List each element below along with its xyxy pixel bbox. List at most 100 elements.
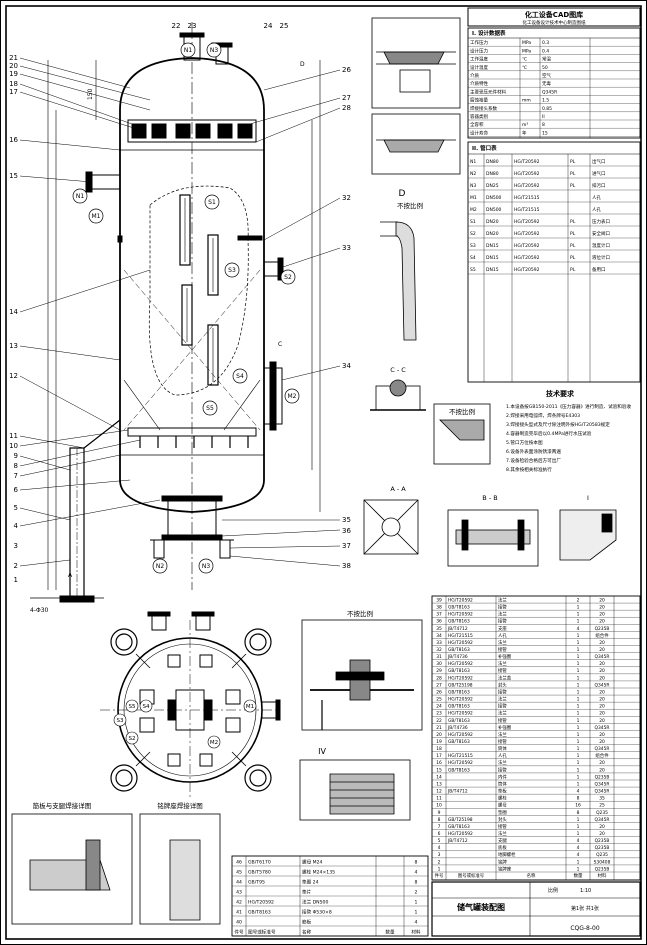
nozzle-cell: 安全阀口 xyxy=(592,230,610,237)
design-cell: 0.4 xyxy=(542,48,549,54)
nozzle-cell: HG/T21515 xyxy=(514,195,540,201)
design-cell: MPa xyxy=(522,48,531,54)
design-cell: 常温 xyxy=(542,56,551,63)
svg-text:21: 21 xyxy=(9,54,18,62)
svg-text:C: C xyxy=(278,341,282,348)
nozzle-cell: 进气口 xyxy=(592,170,606,177)
drawing-title: 储气罐装配图 xyxy=(456,902,505,912)
parts-cell: 20 xyxy=(436,732,442,738)
parts-cell: 20 xyxy=(599,824,605,830)
svg-text:D: D xyxy=(300,61,305,68)
fastener-cell: 41 xyxy=(236,910,242,916)
svg-text:N3: N3 xyxy=(202,563,210,570)
design-row: 介质特性无毒 xyxy=(468,80,640,88)
parts-cell: GB/T25198 xyxy=(448,817,473,823)
nozzle-cell: HG/T20592 xyxy=(514,219,540,225)
svg-text:150: 150 xyxy=(87,88,94,100)
fastener-cell: 螺栓 M24×135 xyxy=(302,869,335,876)
fastener-header: 件号图号或标准号名称数量材料 xyxy=(232,929,428,937)
parts-cell: 1 xyxy=(438,866,441,872)
parts-cell: 2 xyxy=(438,859,441,865)
parts-cell: 接管 xyxy=(498,717,507,724)
tech-requirement-line: 4.容器制造完毕后以0.4MPa进行水压试验 xyxy=(506,430,592,437)
parts-cell: Q345R xyxy=(595,781,610,787)
svg-text:筋板与支腿焊接详图: 筋板与支腿焊接详图 xyxy=(33,801,92,810)
nozzle-cell: 温度计口 xyxy=(592,242,610,249)
svg-text:11: 11 xyxy=(9,432,18,440)
design-cell: 1.5 xyxy=(542,98,549,104)
svg-text:14: 14 xyxy=(9,308,18,316)
svg-text:S4: S4 xyxy=(143,704,150,710)
parts-cell: 接管 xyxy=(498,667,507,674)
nozzle-cell: PL xyxy=(570,171,576,177)
parts-cell: 10 xyxy=(436,803,442,809)
parts-cell: 8 xyxy=(577,796,580,802)
fastener-cell: 45 xyxy=(236,870,242,876)
nozzle-cell: HG/T20592 xyxy=(514,231,540,237)
nozzle-cell: DN15 xyxy=(486,243,499,249)
fastener-cell: 数量 xyxy=(385,929,395,936)
nozzle-cell: DN500 xyxy=(486,207,502,213)
design-cell: MPa xyxy=(522,40,531,46)
svg-text:28: 28 xyxy=(342,104,351,112)
parts-cell: 支腿 xyxy=(498,837,507,844)
parts-cell: 人孔 xyxy=(498,752,507,759)
parts-cell: 法兰 xyxy=(498,710,507,717)
parts-cell: GB/T8163 xyxy=(448,605,470,611)
svg-text:10: 10 xyxy=(9,442,18,450)
svg-text:4-Φ30: 4-Φ30 xyxy=(30,607,49,614)
fastener-cell: 8 xyxy=(415,860,418,866)
svg-text:M2: M2 xyxy=(288,393,297,400)
fastener-cell: 名称 xyxy=(302,929,312,936)
design-cell: 介质特性 xyxy=(470,80,488,87)
parts-cell: 20 xyxy=(599,760,605,766)
parts-cell: 1 xyxy=(577,711,580,717)
tech-requirement-line: 5.管口方位按本图 xyxy=(506,439,543,446)
fastener-cell: 筋板 xyxy=(302,919,312,926)
parts-cell: 1 xyxy=(577,668,580,674)
nozzle-cell: S2 xyxy=(470,231,476,237)
svg-text:5: 5 xyxy=(14,504,18,512)
svg-text:22: 22 xyxy=(172,22,181,30)
parts-cell: 补强圈 xyxy=(498,724,512,731)
svg-text:比例: 比例 xyxy=(548,887,558,894)
fastener-cell: GB/T8163 xyxy=(248,910,271,916)
svg-text:S4: S4 xyxy=(236,373,244,380)
parts-cell: 20 xyxy=(599,831,605,837)
design-cell: II xyxy=(542,114,545,120)
parts-cell: 29 xyxy=(436,668,442,674)
parts-cell: HG/T20592 xyxy=(448,612,473,618)
parts-cell: 15 xyxy=(436,767,442,773)
design-row: 介质空气 xyxy=(468,72,640,80)
svg-text:38: 38 xyxy=(342,562,351,570)
parts-cell: 铭牌 xyxy=(498,858,507,865)
svg-text:S2: S2 xyxy=(129,736,136,742)
svg-text:名称: 名称 xyxy=(527,872,536,879)
detail-view-titles: D 不按比例 C - C A - A B - B I 不按比例 不按比例 IV … xyxy=(33,189,589,810)
parts-cell: 20 xyxy=(599,619,605,625)
fastener-cell: 图号或标准号 xyxy=(248,929,276,936)
svg-text:2: 2 xyxy=(14,562,18,570)
parts-cell: 20 xyxy=(599,718,605,724)
parts-cell: 1 xyxy=(577,654,580,660)
tech-requirement-line: 1.本设备按GB150-2011《压力容器》进行制造、试验和验收 xyxy=(506,403,631,410)
svg-text:34: 34 xyxy=(342,362,351,370)
parts-cell: 4 xyxy=(577,789,580,795)
parts-cell: 人孔 xyxy=(498,632,507,639)
parts-cell: HG/T20592 xyxy=(448,675,473,681)
svg-text:9: 9 xyxy=(14,452,18,460)
sheet-subtitle: 化工设备设计技术中心制造图纸 xyxy=(523,19,586,26)
